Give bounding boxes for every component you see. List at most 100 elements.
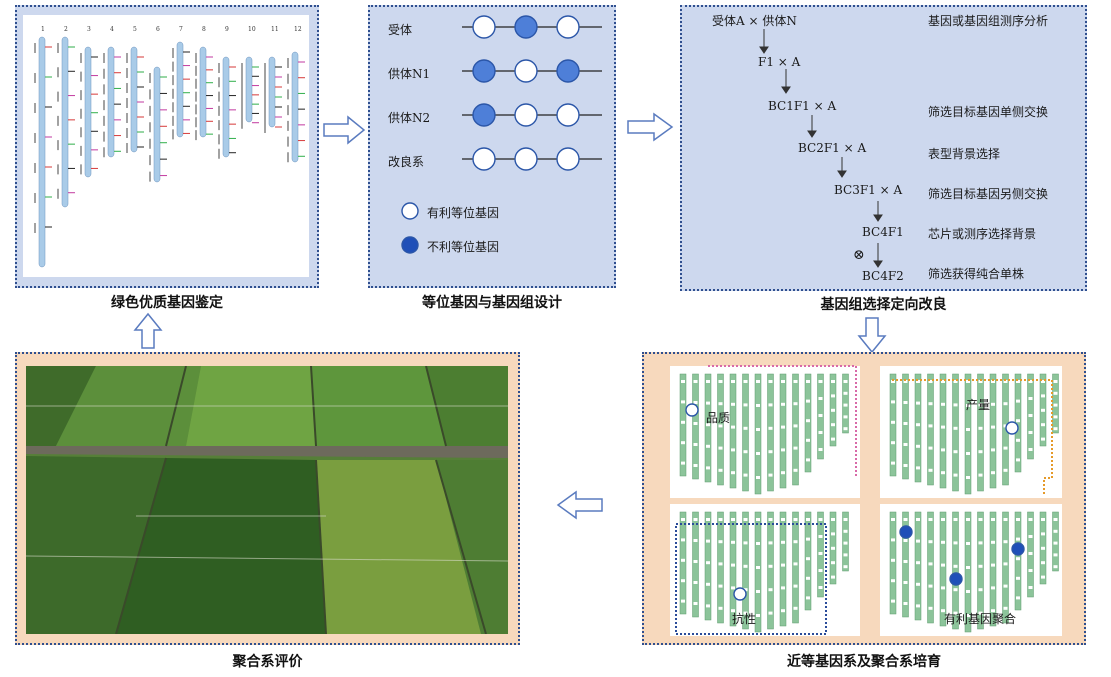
nil-band [966,590,970,593]
nil-band [693,602,698,605]
nil-chromosome-bar [939,373,947,489]
nil-band [693,401,698,404]
nil-band [718,584,723,588]
step-bc4f2: BC4F2 [862,269,904,283]
nil-band [718,446,723,450]
nil-band [768,611,773,615]
chromosome-bar [130,46,138,153]
nil-band [768,473,773,477]
nil-band [706,582,710,586]
legend-favorable-allele: 有利等位基因 [427,206,500,220]
nil-band [903,380,908,383]
nil-band [1003,402,1008,406]
nil-band [831,546,835,550]
nil-band [941,380,945,383]
nil-band [891,558,895,562]
nil-band [1041,380,1045,383]
nil-band [1041,546,1045,550]
nil-band [941,518,945,521]
nil-chromosome-bar [842,373,849,434]
nil-band [843,415,848,419]
nil-band [966,518,970,521]
nil-band [1053,403,1058,407]
nil-band [718,540,723,544]
allele-design-caption: 等位基因与基因组设计 [422,295,562,311]
nil-chromosome-bar [717,373,724,486]
nil-band [781,586,785,590]
nil-band [978,380,983,383]
selfing-symbol: ⊗ [853,247,865,263]
left-arrow-icon [556,490,603,520]
nil-band [843,403,848,407]
nil-band [1003,584,1008,588]
nil-band [953,564,958,568]
nil-band [756,380,760,383]
nil-band [756,404,760,407]
nil-band [768,541,773,545]
nil-band [1028,535,1033,538]
nil-chromosome-bar [952,373,959,492]
nil-band [941,563,945,567]
nil-band [903,560,908,563]
nil-band [831,423,835,427]
chromosome-bar [107,46,115,158]
step-f1: F1 × A [758,55,801,69]
chromosome-bar [291,51,299,163]
nil-chromosome-bar [767,511,774,630]
nil-chromosome-bar [914,511,922,621]
nil-band [1053,415,1058,419]
nil-band [916,380,920,383]
nil-band [743,403,748,407]
nil-band [891,518,895,521]
nil-band [843,541,848,545]
nil-band [793,468,798,472]
nil-band [1041,437,1045,441]
nil-band [681,538,685,542]
legend-unfavorable-allele: 不利等位基因 [427,240,500,254]
nil-band [891,400,895,404]
right-arrow-icon [627,112,674,142]
nil-band [1053,553,1058,557]
nil-chromosome-bar [754,511,762,633]
chromosome-bar [268,56,276,128]
nil-band [991,563,995,567]
nil-band [718,468,723,472]
nil-band [1016,399,1020,403]
nil-band [891,420,895,424]
nil-band [806,576,810,580]
nil-chromosome-bar [704,373,712,483]
parent-cross: 受体A × 供体N [712,14,797,28]
chromosome-number: 12 [294,26,302,33]
nil-band [793,446,798,450]
chromosome-bar [199,46,207,138]
nil-chromosome-bar [679,373,687,477]
chromosome-number: 6 [156,26,160,33]
nil-chromosome-bar [792,511,799,624]
nil-band [1003,468,1008,472]
nil-band [731,380,735,383]
nil-chromosome-bar [1052,511,1059,572]
nil-chromosome-bar [792,373,799,486]
nil-chromosome-bar [679,511,687,615]
nil-band [928,380,933,383]
nil-band [793,518,798,521]
nil-band [1041,532,1045,536]
nil-band [978,588,983,592]
nil-band [1028,569,1033,572]
up-arrow-icon [133,312,163,349]
nil-band [731,518,735,521]
nil-band [891,441,895,445]
nil-chromosome-bar [804,373,812,473]
chromosome-number: 4 [110,26,114,33]
nil-chromosome-bar [952,511,959,630]
nil-band [831,518,835,521]
nil-band [903,443,908,446]
nil-band [928,402,933,406]
nil-band [916,401,920,405]
quadrant-label-yield: 产量 [966,398,991,412]
nil-band [953,518,958,521]
nil-band [916,423,920,427]
nil-band [991,425,995,429]
nil-band [1053,518,1058,521]
